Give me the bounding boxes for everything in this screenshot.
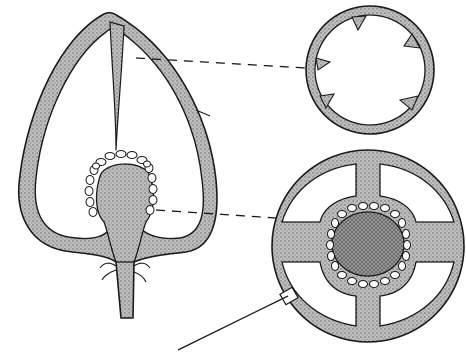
longitudinal-section xyxy=(19,13,217,318)
pointer-line xyxy=(178,296,288,350)
upper-cavity xyxy=(315,15,425,125)
upper-cross-section xyxy=(306,6,434,134)
lower-cross-section xyxy=(272,150,464,342)
lower-central-placenta xyxy=(332,212,404,276)
